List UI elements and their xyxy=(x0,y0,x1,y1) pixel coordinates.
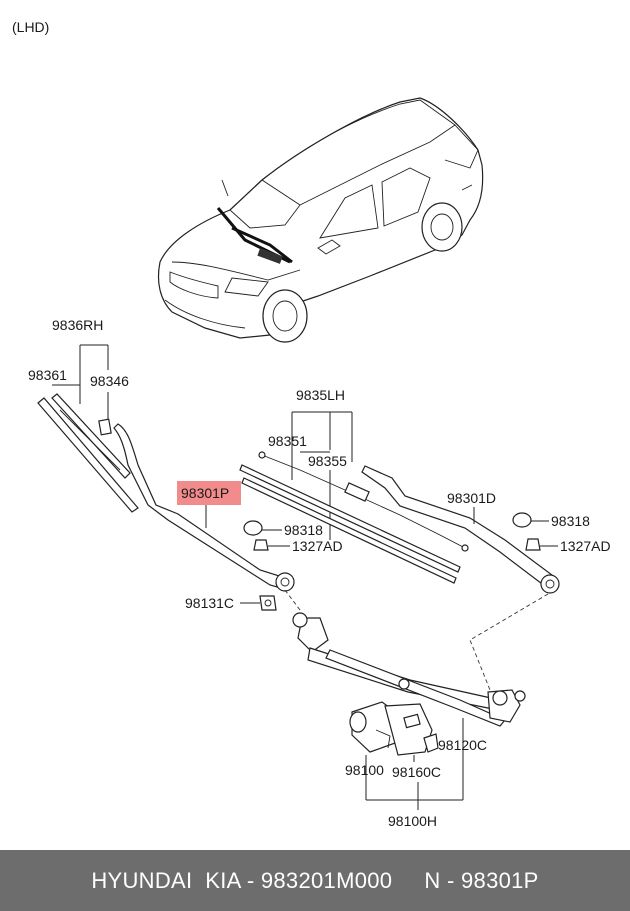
variant-label: (LHD) xyxy=(12,19,49,35)
cap-98318-left xyxy=(243,520,263,536)
wiper-blade-driver xyxy=(239,451,469,584)
cap-98318-right xyxy=(512,512,532,528)
label-98100h: 98100H xyxy=(388,813,437,829)
wiper-arm-98301d xyxy=(361,465,560,594)
wiper-arm-98301p xyxy=(113,423,295,592)
label-98318-left: 98318 xyxy=(284,522,323,538)
label-1327ad-left: 1327AD xyxy=(292,538,343,554)
label-98351: 98351 xyxy=(268,433,307,449)
wiper-blade-passenger xyxy=(37,393,139,513)
car-illustration xyxy=(157,97,484,343)
label-98318-right: 98318 xyxy=(551,513,590,529)
label-98301p: 98301P xyxy=(181,485,229,501)
label-98346: 98346 xyxy=(90,373,129,389)
wiper-linkage xyxy=(292,612,526,727)
label-9835lh: 9835LH xyxy=(296,387,345,403)
wiper-motor xyxy=(349,701,439,756)
label-98131c: 98131C xyxy=(185,595,234,611)
label-98120c: 98120C xyxy=(438,737,487,753)
label-98361: 98361 xyxy=(28,367,67,383)
label-98100: 98100 xyxy=(345,762,384,778)
label-98301d: 98301D xyxy=(447,490,496,506)
nut-98131c xyxy=(259,595,277,611)
label-98355: 98355 xyxy=(308,453,347,469)
nut-1327ad-right xyxy=(525,538,541,551)
footer-part-number: HYUNDAI KIA - 983201M000 N - 98301P xyxy=(91,867,539,893)
footer-bar: HYUNDAI KIA - 983201M000 N - 98301P xyxy=(0,850,630,911)
label-98160c: 98160C xyxy=(392,764,441,780)
nut-1327ad-left xyxy=(253,539,269,551)
label-9836rh: 9836RH xyxy=(52,317,103,333)
label-1327ad-right: 1327AD xyxy=(560,538,611,554)
highlight-box xyxy=(177,481,241,505)
